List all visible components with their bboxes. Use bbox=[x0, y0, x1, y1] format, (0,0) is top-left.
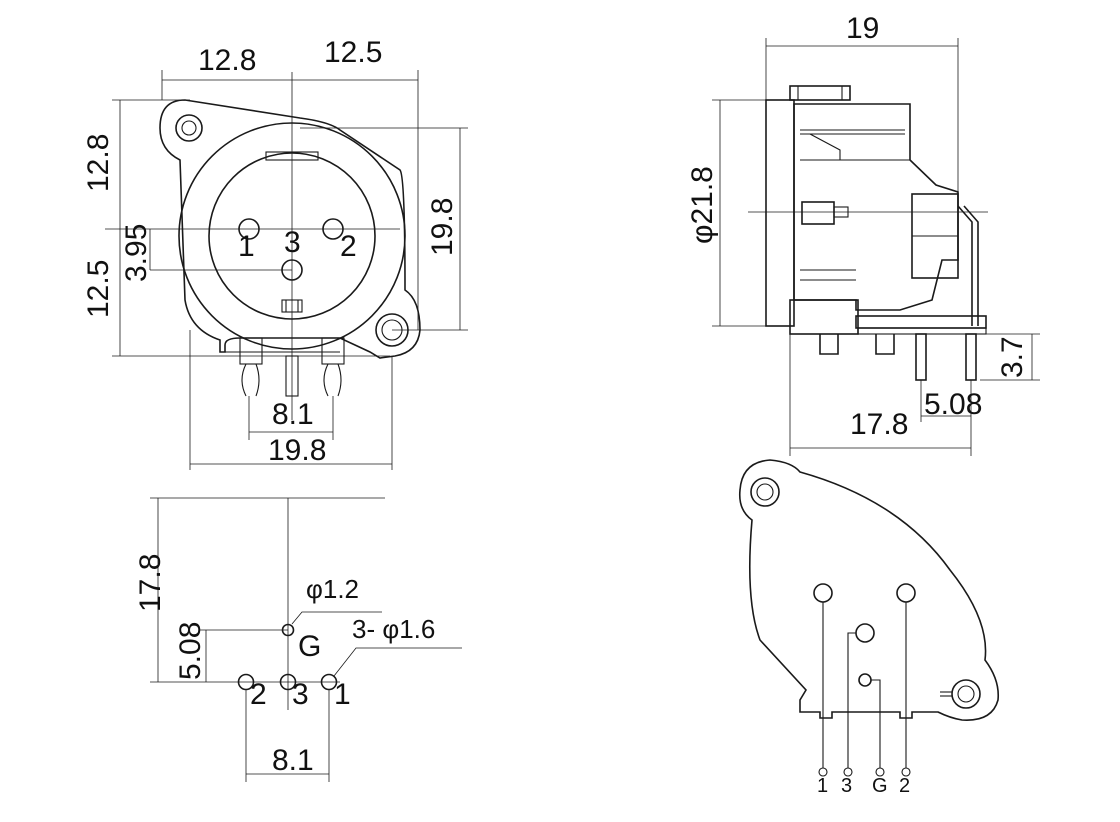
rear-pin-1-label: 1 bbox=[817, 775, 828, 797]
side-body-outline bbox=[793, 103, 959, 311]
side-front-panel bbox=[765, 99, 795, 327]
pcb-layout: 17.8 5.08 φ1.2 3- φ1.6 G 2 3 1 8.1 bbox=[134, 497, 462, 782]
side-pin-a bbox=[915, 333, 927, 381]
side-view: 19 φ21.8 3.7 5.08 17.8 bbox=[686, 12, 1040, 456]
rear-lead-3 bbox=[847, 632, 856, 768]
pcb-hole-1 bbox=[320, 673, 338, 691]
front-pin-3-label: 3 bbox=[284, 226, 301, 259]
rear-pin-g-label: G bbox=[872, 775, 888, 797]
side-dim-diameter: φ21.8 bbox=[686, 166, 719, 244]
front-dim-top-left: 12.8 bbox=[198, 44, 256, 77]
side-pin-b bbox=[965, 333, 977, 381]
front-flange-outline bbox=[159, 99, 421, 359]
front-terminal-right bbox=[321, 337, 345, 365]
rear-view: 1 3 G 2 bbox=[738, 459, 1000, 797]
side-tab-a bbox=[819, 334, 839, 355]
side-base-left bbox=[789, 299, 859, 335]
rear-contact-2 bbox=[896, 583, 916, 603]
front-dim-right-height: 19.8 bbox=[426, 198, 459, 256]
pcb-label-pin-3: 3 bbox=[292, 678, 309, 711]
pcb-dim-ground-hole: φ1.2 bbox=[306, 574, 359, 604]
front-dim-pin-spacing: 8.1 bbox=[272, 398, 314, 431]
front-dim-left-lower: 12.5 bbox=[82, 260, 115, 318]
pcb-signal-hole-leader bbox=[333, 647, 462, 677]
pcb-ground-hole-leader bbox=[291, 611, 382, 625]
front-solder-cup-right bbox=[323, 363, 329, 397]
rear-mount-hole-top bbox=[750, 477, 780, 507]
pcb-hole-3 bbox=[279, 673, 297, 691]
rear-pin-2-label: 2 bbox=[899, 775, 910, 797]
pcb-hole-2 bbox=[237, 673, 255, 691]
rear-contact-1 bbox=[813, 583, 833, 603]
side-top-latch bbox=[789, 85, 851, 101]
pcb-label-ground: G bbox=[298, 630, 321, 663]
side-dim-footprint: 17.8 bbox=[850, 408, 908, 441]
pcb-dim-ground-offset: 5.08 bbox=[174, 622, 207, 680]
front-dim-top-right: 12.5 bbox=[324, 36, 382, 69]
pcb-dim-signal-holes: 3- φ1.6 bbox=[352, 614, 435, 644]
front-dim-pin-offset: 3.95 bbox=[120, 224, 153, 282]
pcb-dim-pin-spacing: 8.1 bbox=[272, 744, 314, 777]
front-terminal-left bbox=[239, 337, 263, 365]
side-rear-terminal bbox=[957, 205, 973, 326]
rear-pin-3-label: 3 bbox=[841, 775, 852, 797]
pcb-dim-height: 17.8 bbox=[134, 554, 167, 612]
side-pin-stub bbox=[801, 201, 835, 225]
side-dim-depth: 19 bbox=[846, 12, 879, 45]
front-dim-bottom-width: 19.8 bbox=[268, 434, 326, 467]
rear-contact-g bbox=[858, 673, 872, 687]
side-tab-b bbox=[875, 334, 895, 355]
rear-mount-hole-bottom bbox=[951, 679, 981, 709]
side-base-plate bbox=[855, 315, 987, 329]
rear-flange-outline bbox=[738, 459, 1000, 721]
front-pin-1-label: 1 bbox=[238, 230, 255, 263]
pcb-label-pin-2: 2 bbox=[250, 678, 267, 711]
front-pin-2-label: 2 bbox=[340, 230, 357, 263]
side-dim-pin-pitch: 5.08 bbox=[924, 388, 982, 421]
front-solder-cup-left bbox=[241, 363, 247, 397]
front-dim-left-upper: 12.8 bbox=[82, 134, 115, 192]
front-mount-hole-top bbox=[175, 114, 203, 142]
side-dim-pin-length: 3.7 bbox=[996, 336, 1029, 378]
rear-lead-g bbox=[871, 679, 881, 768]
front-mount-hole-top-inner bbox=[181, 120, 197, 136]
pcb-label-pin-1: 1 bbox=[334, 678, 351, 711]
front-view: 12.8 12.5 12.8 12.5 3.95 19.8 8.1 19.8 1… bbox=[82, 36, 468, 470]
rear-contact-3 bbox=[855, 623, 875, 643]
pcb-ground-hole bbox=[281, 623, 295, 637]
